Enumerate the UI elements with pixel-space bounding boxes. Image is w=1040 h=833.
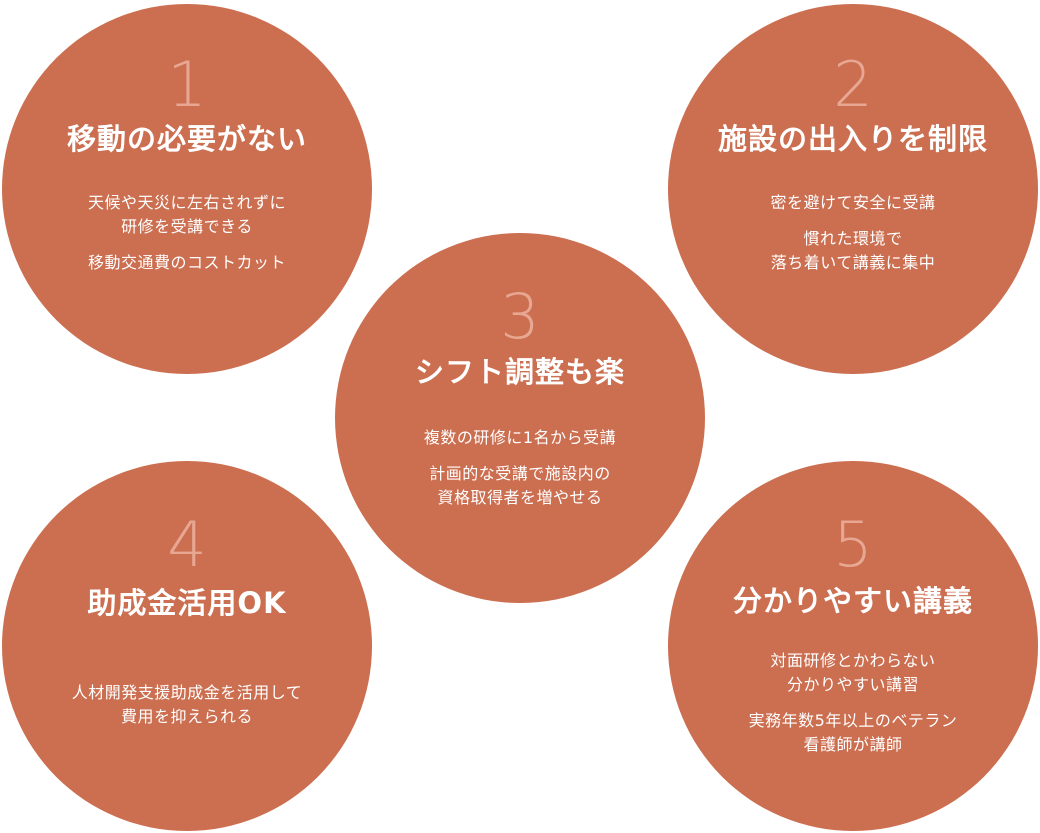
feature-line: 移動交通費のコストカット xyxy=(87,252,286,272)
feature-description: 複数の研修に1名から受講 計画的な受講で施設内の 資格取得者を増やせる xyxy=(424,426,616,510)
feature-line: 対面研修とかわらない 分かりやすい講習 xyxy=(770,650,936,694)
feature-circle-2: 2 施設の出入りを制限 密を避けて安全に受講 慣れた環境で 落ち着いて講義に集中 xyxy=(668,4,1038,374)
feature-number: 3 xyxy=(500,280,540,353)
feature-circle-1: 1 移動の必要がない 天候や天災に左右されずに 研修を受講できる 移動交通費のコ… xyxy=(2,4,372,374)
feature-description: 対面研修とかわらない 分かりやすい講習 実務年数5年以上のベテラン 看護師が講師 xyxy=(749,649,958,757)
feature-line: 慣れた環境で 落ち着いて講義に集中 xyxy=(770,228,936,272)
feature-number: 5 xyxy=(833,508,873,581)
feature-circle-4: 4 助成金活用OK 人材開発支援助成金を活用して 費用を抑えられる xyxy=(2,461,372,831)
feature-line: 密を避けて安全に受講 xyxy=(770,192,936,212)
feature-line: 計画的な受講で施設内の 資格取得者を増やせる xyxy=(429,463,611,507)
feature-title: 施設の出入りを制限 xyxy=(717,122,988,156)
feature-description: 密を避けて安全に受講 慣れた環境で 落ち着いて講義に集中 xyxy=(770,191,935,275)
feature-number: 1 xyxy=(167,48,207,121)
feature-line: 複数の研修に1名から受講 xyxy=(423,427,617,447)
feature-description: 人材開発支援助成金を活用して 費用を抑えられる xyxy=(72,681,303,729)
feature-line: 実務年数5年以上のベテラン 看護師が講師 xyxy=(748,710,958,754)
feature-title: 分かりやすい講義 xyxy=(732,584,973,618)
feature-title: 助成金活用OK xyxy=(87,586,287,620)
feature-number: 2 xyxy=(833,48,873,121)
feature-description: 天候や天災に左右されずに 研修を受講できる 移動交通費のコストカット xyxy=(88,191,286,275)
feature-circle-5: 5 分かりやすい講義 対面研修とかわらない 分かりやすい講習 実務年数5年以上の… xyxy=(668,461,1038,831)
feature-title: 移動の必要がない xyxy=(66,122,307,156)
feature-number: 4 xyxy=(167,508,207,581)
feature-circle-3: 3 シフト調整も楽 複数の研修に1名から受講 計画的な受講で施設内の 資格取得者… xyxy=(335,233,705,603)
feature-line: 人材開発支援助成金を活用して 費用を抑えられる xyxy=(71,682,303,726)
feature-line: 天候や天災に左右されずに 研修を受講できる xyxy=(87,192,286,236)
feature-title: シフト調整も楽 xyxy=(414,355,625,389)
